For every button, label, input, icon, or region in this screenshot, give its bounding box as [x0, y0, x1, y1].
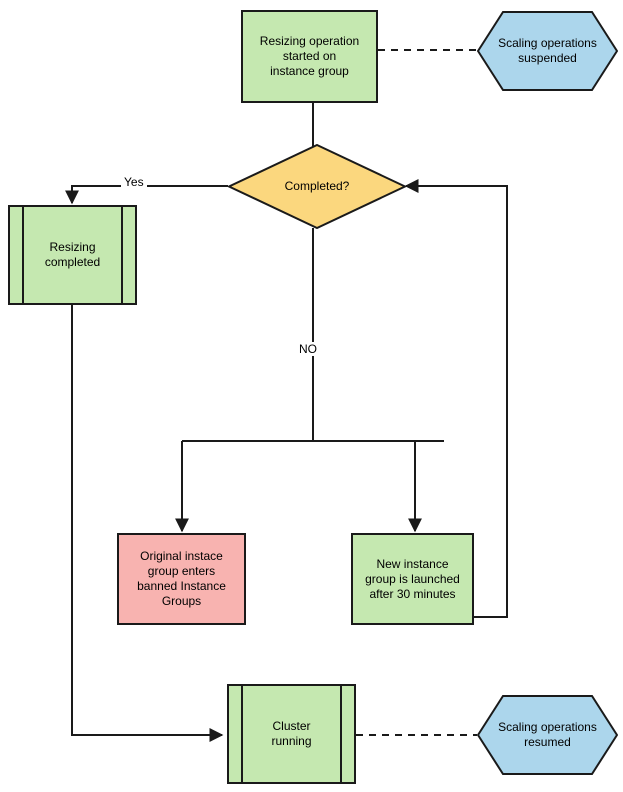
diamond-shape-completed	[228, 144, 406, 229]
node-new-group-launched[interactable]: New instance group is launched after 30 …	[351, 533, 474, 625]
hexagon-shape-suspended	[477, 11, 618, 91]
hexagon-shape-resumed	[477, 695, 618, 775]
node-cluster-running[interactable]: Cluster running	[227, 684, 356, 784]
node-resizing-completed[interactable]: Resizing completed	[8, 205, 137, 305]
node-scaling-resumed-label: Scaling operations resumed	[498, 720, 597, 749]
edge-resizing-completed-to-cluster	[71, 305, 224, 742]
node-scaling-suspended[interactable]: Scaling operations suspended	[477, 11, 618, 91]
node-new-group-launched-label: New instance group is launched after 30 …	[365, 556, 460, 601]
node-original-group-banned-label: Original instace group enters banned Ins…	[137, 549, 226, 608]
node-resizing-started-label: Resizing operation started on instance g…	[259, 34, 360, 78]
node-resizing-started[interactable]: Resizing operation started on instance g…	[241, 10, 378, 103]
node-completed-decision-label: Completed?	[284, 179, 350, 193]
node-completed-decision[interactable]: Completed?	[228, 144, 406, 229]
edge-new-group-feedback-to-decision	[404, 179, 508, 618]
node-original-group-banned[interactable]: Original instace group enters banned Ins…	[117, 533, 246, 625]
node-cluster-running-label: Cluster running	[271, 719, 312, 748]
edge-label-no: NO	[296, 342, 320, 356]
edge-label-yes: Yes	[121, 175, 147, 189]
node-scaling-resumed[interactable]: Scaling operations resumed	[477, 695, 618, 775]
node-scaling-suspended-label: Scaling operations suspended	[498, 36, 597, 65]
node-resizing-completed-label: Resizing completed	[44, 240, 101, 269]
edge-yes-to-resizing-completed	[65, 185, 228, 205]
